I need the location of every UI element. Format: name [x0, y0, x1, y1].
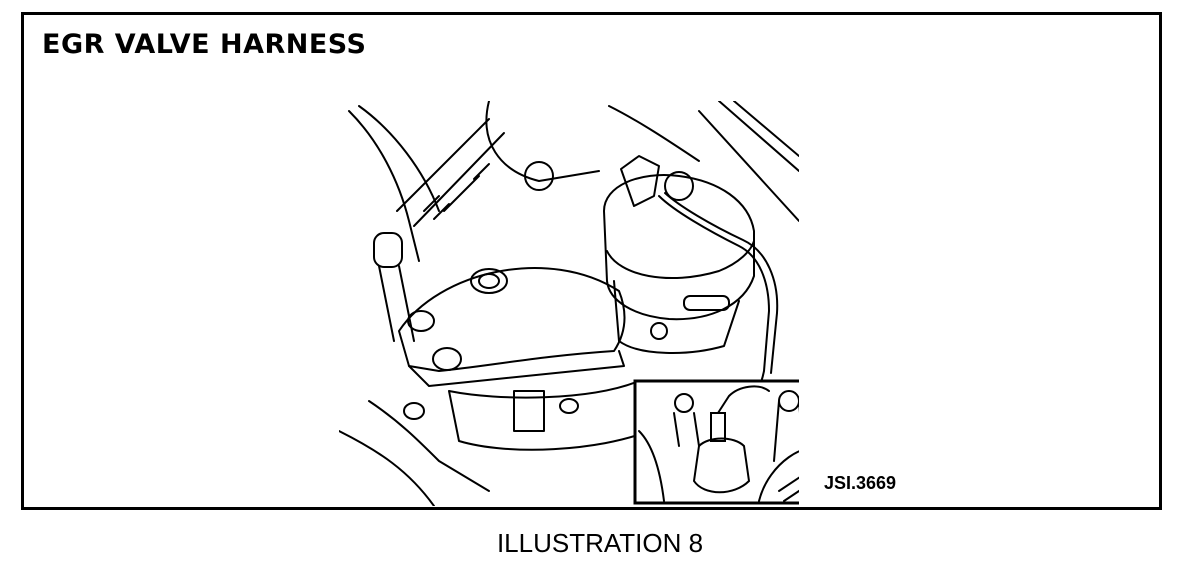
engine-illustration-icon	[339, 101, 799, 506]
figure-caption: ILLUSTRATION 8	[496, 528, 704, 558]
figure-reference-code: JSI.3669	[824, 473, 897, 493]
figure-frame: EGR VALVE HARNESS	[21, 12, 1162, 510]
inset-detail-icon	[633, 379, 799, 505]
figure-title: EGR VALVE HARNESS	[42, 29, 367, 60]
